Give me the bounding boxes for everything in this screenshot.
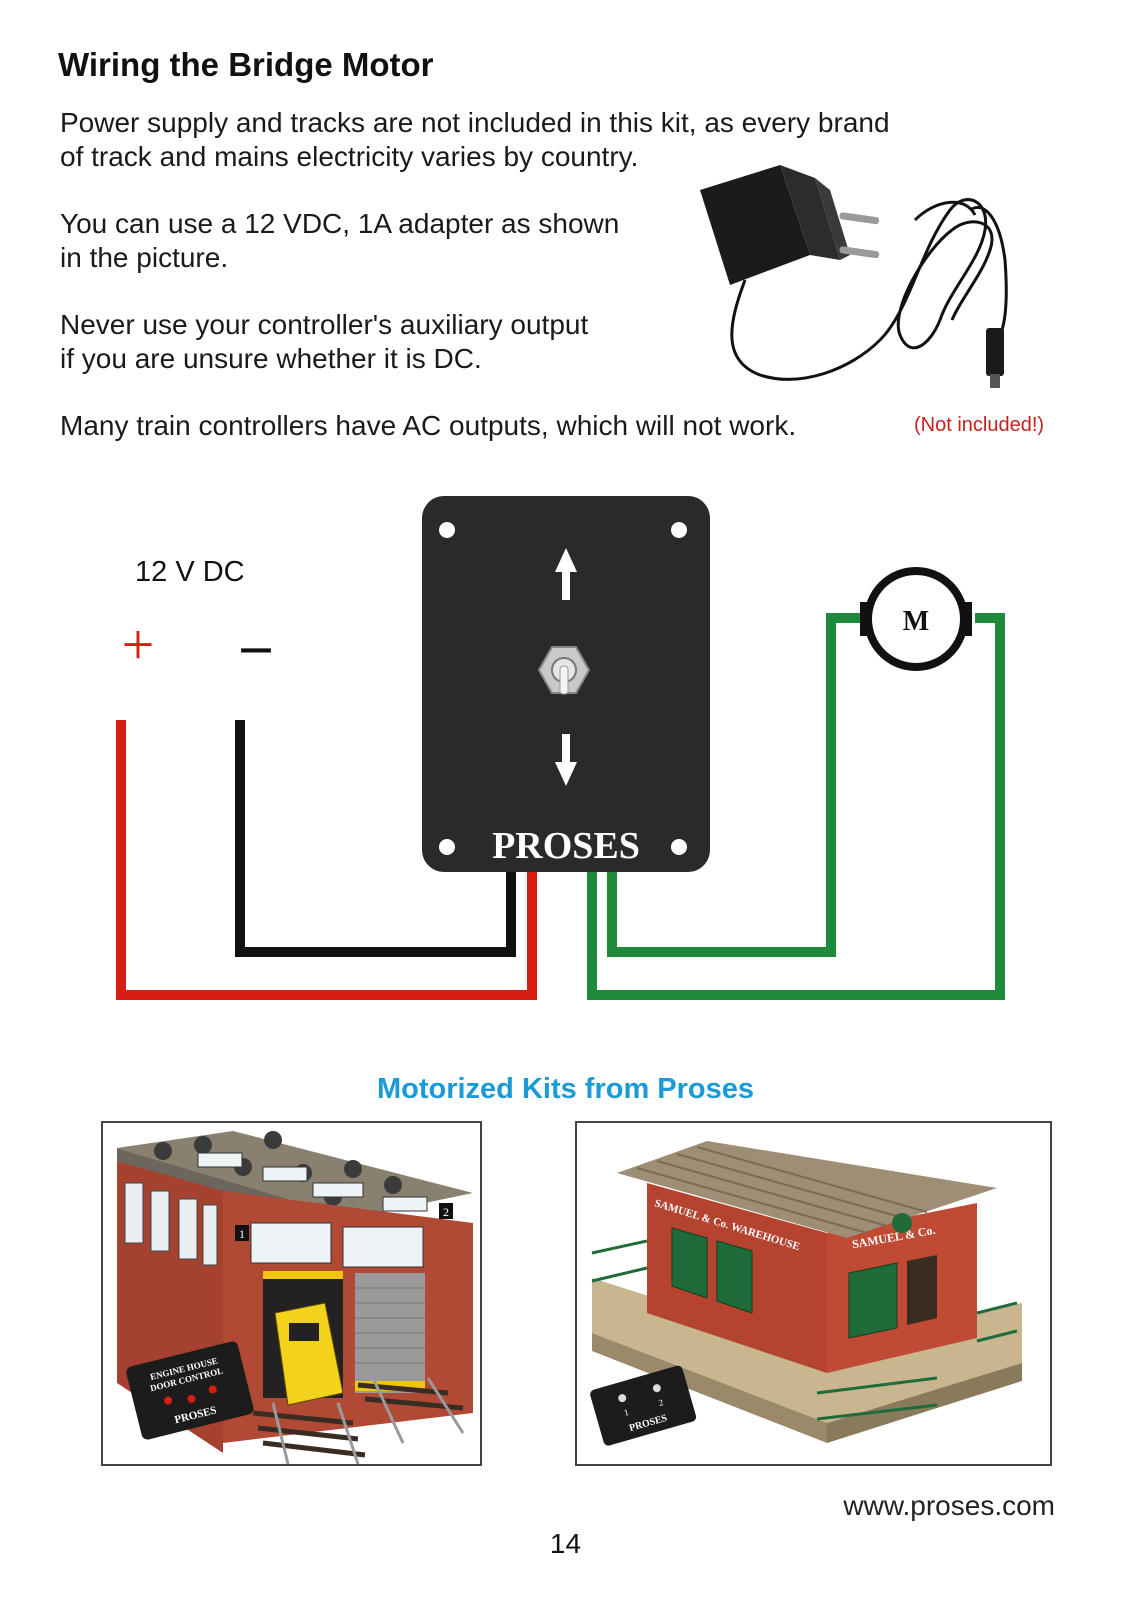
text-line: in the picture. xyxy=(60,242,229,273)
arrow-down-icon xyxy=(555,734,577,786)
positive-wire xyxy=(116,720,537,1000)
paragraph-supply: Power supply and tracks are not included… xyxy=(60,106,890,174)
engine-house-door-control-panel: ENGINE HOUSE DOOR CONTROL PROSES xyxy=(126,1341,254,1440)
minus-symbol: – xyxy=(241,612,272,677)
text-line: of track and mains electricity varies by… xyxy=(60,141,639,172)
engine-house-kit-image: 1 2 ENGINE HOUSE DOOR CONTROL xyxy=(101,1121,482,1466)
negative-wire xyxy=(235,720,516,957)
motor-label: M xyxy=(903,606,929,637)
not-included-note: (Not included!) xyxy=(914,414,1045,436)
panel-brand: PROSES xyxy=(492,825,640,867)
kits-heading: Motorized Kits from Proses xyxy=(376,1073,755,1105)
supply-voltage-label: 12 V DC xyxy=(135,556,245,588)
motor-icon: M xyxy=(860,567,972,671)
door-number: 1 xyxy=(239,1227,245,1241)
text-line: Never use your controller's auxiliary ou… xyxy=(60,309,589,340)
text-line: Power supply and tracks are not included… xyxy=(60,107,890,138)
screw-hole xyxy=(439,522,455,538)
motor-wire-2 xyxy=(607,613,868,957)
screw-hole xyxy=(439,839,455,855)
text-line: if you are unsure whether it is DC. xyxy=(60,343,482,374)
paragraph-auxiliary: Never use your controller's auxiliary ou… xyxy=(60,308,588,376)
text-line: You can use a 12 VDC, 1A adapter as show… xyxy=(60,208,620,239)
wiring-diagram: + – PROSES M xyxy=(116,496,1005,1000)
screw-hole xyxy=(671,839,687,855)
warehouse-control-panel: 1 2 PROSES xyxy=(590,1365,697,1446)
paragraph-ac-warning: Many train controllers have AC outputs, … xyxy=(60,409,796,443)
motor-wire-1 xyxy=(587,613,1005,1000)
power-adapter-image xyxy=(700,165,1008,388)
panel-number: 1 xyxy=(623,1407,630,1418)
paragraph-adapter: You can use a 12 VDC, 1A adapter as show… xyxy=(60,207,619,275)
page-number: 14 xyxy=(549,1528,582,1559)
text-line: Many train controllers have AC outputs, … xyxy=(60,410,797,441)
page-title: Wiring the Bridge Motor xyxy=(58,46,434,83)
toggle-switch[interactable] xyxy=(537,646,591,695)
panel-number: 2 xyxy=(657,1397,664,1408)
arrow-up-icon xyxy=(555,548,577,600)
website-url[interactable]: www.proses.com xyxy=(843,1490,1055,1521)
door-number: 2 xyxy=(443,1205,449,1219)
plus-symbol: + xyxy=(122,612,155,677)
warehouse-kit-image: SAMUEL & Co. WAREHOUSE SAMUEL & Co. 1 2 … xyxy=(575,1121,1052,1466)
screw-hole xyxy=(671,522,687,538)
